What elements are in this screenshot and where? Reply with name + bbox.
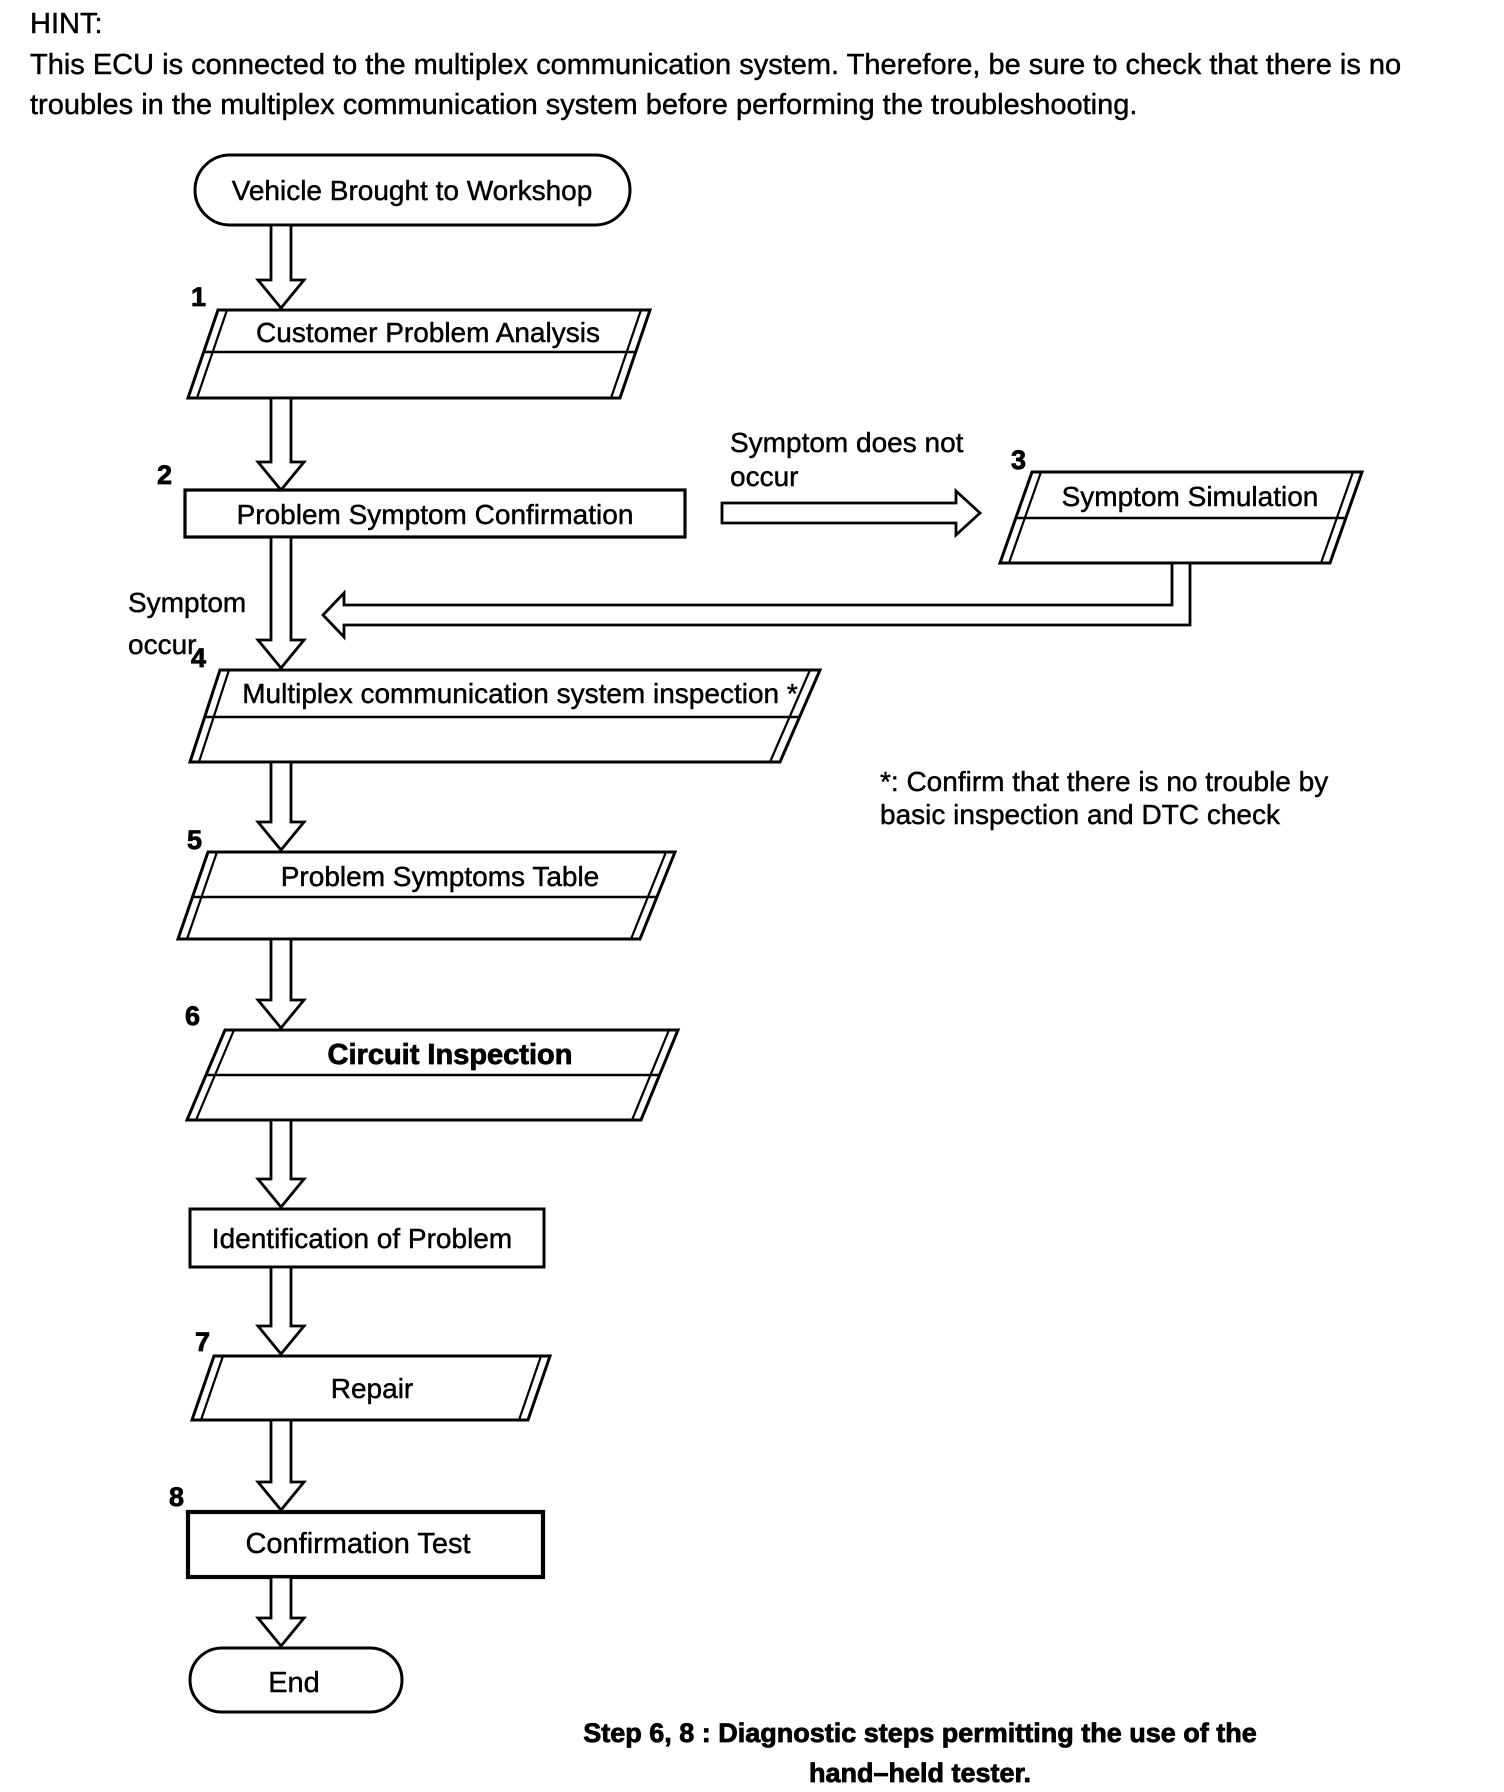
step-number-5: 5	[187, 825, 202, 855]
node-identification: Identification of Problem	[188, 1207, 546, 1269]
node-step3: 3 Symptom Simulation	[997, 445, 1365, 565]
flow-arrow-2-to-4	[255, 535, 307, 671]
caption-line-2: hand–held tester.	[809, 1758, 1031, 1788]
step-number-6: 6	[185, 1001, 200, 1031]
arrow-step3-return-to-flow	[321, 561, 1192, 641]
caption-line-1: Step 6, 8 : Diagnostic steps permitting …	[583, 1718, 1257, 1748]
flow-arrow-7-to-8	[255, 1418, 307, 1513]
flow-arrow-identification-to-7	[255, 1265, 307, 1357]
node-step8: 8 Confirmation Test	[169, 1482, 546, 1580]
step6-label: Circuit Inspection	[328, 1039, 573, 1071]
asterisk-footnote: *: Confirm that there is no trouble by b…	[880, 766, 1329, 830]
step5-parallelogram	[175, 850, 678, 941]
branch-symptom-does-not-occur: Symptom does not occur	[720, 427, 983, 539]
step-number-8: 8	[169, 1482, 184, 1512]
node-start: Vehicle Brought to Workshop	[193, 153, 632, 227]
step7-label: Repair	[331, 1373, 413, 1404]
step2-label: Problem Symptom Confirmation	[237, 499, 634, 530]
flow-arrow-1-to-2	[255, 396, 307, 493]
flow-arrow-start-to-1	[255, 223, 307, 311]
step1-parallelogram	[185, 308, 653, 400]
node-step5: 5 Problem Symptoms Table	[175, 825, 678, 941]
step-number-7: 7	[195, 1327, 210, 1357]
diagram-caption: Step 6, 8 : Diagnostic steps permitting …	[583, 1718, 1257, 1789]
step8-label: Confirmation Test	[245, 1528, 470, 1560]
hint-text-line-2: troubles in the multiplex communication …	[30, 89, 1137, 121]
step8-rectangle	[185, 1509, 546, 1580]
identification-label: Identification of Problem	[212, 1223, 512, 1254]
node-step4: 4 Multiplex communication system inspect…	[187, 643, 823, 764]
start-terminal-shape	[193, 153, 632, 227]
end-terminal-label: End	[268, 1667, 320, 1699]
end-terminal-shape	[188, 1646, 404, 1714]
footnote-line-2: basic inspection and DTC check	[880, 799, 1281, 830]
step1-right-inner-edge	[609, 309, 643, 399]
step5-label: Problem Symptoms Table	[281, 861, 600, 892]
step5-right-inner-edge	[629, 851, 668, 940]
hint-header: HINT: This ECU is connected to the multi…	[30, 8, 1402, 121]
flow-arrow-6-to-identification	[255, 1118, 307, 1210]
step3-label: Symptom Simulation	[1062, 481, 1319, 512]
arrow-step2-to-step3	[720, 487, 983, 539]
node-step6: 6 Circuit Inspection	[185, 1001, 681, 1122]
hint-text-line-1: This ECU is connected to the multiplex c…	[30, 49, 1401, 81]
step-number-3: 3	[1011, 445, 1026, 475]
flow-arrow-4-to-5	[255, 760, 307, 853]
step1-left-inner-edge	[195, 309, 229, 399]
node-step7: 7 Repair	[189, 1327, 553, 1422]
node-step1: 1 Customer Problem Analysis	[185, 282, 653, 400]
step7-left-inner-edge	[199, 1355, 225, 1421]
step1-label: Customer Problem Analysis	[256, 317, 600, 348]
symptom-does-not-occur-label-line1: Symptom does not	[730, 427, 964, 458]
step-number-4: 4	[191, 643, 206, 673]
step4-label: Multiplex communication system inspectio…	[242, 678, 798, 709]
footnote-line-1: *: Confirm that there is no trouble by	[880, 766, 1328, 797]
step5-left-inner-edge	[185, 851, 219, 940]
step7-right-inner-edge	[517, 1355, 543, 1421]
start-terminal-label: Vehicle Brought to Workshop	[232, 175, 593, 206]
symptom-does-not-occur-label-line2: occur	[730, 461, 798, 492]
node-step2: 2 Problem Symptom Confirmation	[157, 460, 687, 539]
flow-arrow-8-to-end	[255, 1575, 307, 1649]
identification-rectangle	[188, 1207, 546, 1269]
symptom-occur-label-line2: occur	[128, 629, 196, 660]
branch-symptom-occur: Symptom occur	[128, 535, 307, 671]
symptom-occur-label-line1: Symptom	[128, 587, 246, 618]
node-end: End	[188, 1646, 404, 1714]
step-number-2: 2	[157, 460, 172, 490]
step2-rectangle	[183, 488, 687, 539]
hint-label: HINT:	[30, 8, 103, 40]
step-number-1: 1	[191, 282, 206, 312]
step7-parallelogram	[189, 1354, 553, 1422]
flow-arrow-5-to-6	[255, 937, 307, 1031]
